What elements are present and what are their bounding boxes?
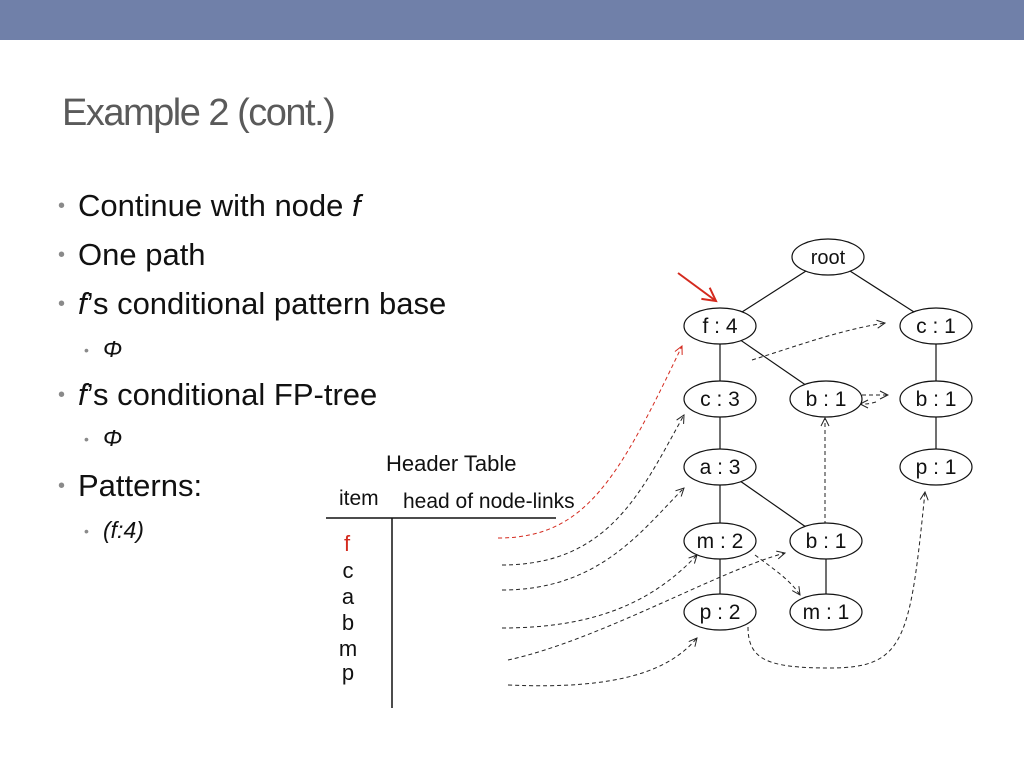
tree-node-label: b : 1	[806, 530, 847, 553]
tree-node-ellipse	[683, 593, 757, 631]
tree-edges	[719, 270, 937, 594]
bullet-text: f’s conditional FP-tree	[78, 377, 377, 413]
tree-node-c1: c : 1	[899, 307, 973, 345]
tree-node-label: a : 3	[700, 456, 741, 479]
tree-node-ellipse	[683, 307, 757, 345]
header-table: Header Table item head of node-links fca…	[326, 451, 575, 708]
tree-node-ellipse	[683, 380, 757, 418]
tree-node-label: c : 3	[700, 388, 740, 411]
tree-node-f4: f : 4	[683, 307, 757, 345]
node-link-m	[507, 553, 785, 661]
slide-title: Example 2 (cont.)	[62, 92, 336, 134]
bullet-text: f’s conditional pattern base	[78, 286, 446, 322]
tree-node-label: m : 2	[697, 530, 744, 553]
header-item-b: b	[342, 610, 354, 635]
bullet-text: Φ	[103, 336, 122, 363]
bullet-text-segment: (f:4)	[103, 517, 144, 543]
bullet-list: •Continue with node f•One path•f’s condi…	[58, 0, 528, 560]
bullet-text-segment: Φ	[103, 425, 123, 451]
node-link-b	[501, 555, 697, 629]
tree-edge-root-c1	[849, 270, 915, 313]
tree-node-root: root	[791, 238, 865, 276]
tree-node-label: m : 1	[803, 601, 850, 624]
tree-node-p2: p : 2	[683, 593, 757, 631]
tree-node-ellipse	[789, 593, 863, 631]
tree-edge-f4-b1a	[740, 340, 806, 385]
bullet-dot-icon: •	[58, 475, 66, 497]
header-item-a: a	[342, 584, 355, 609]
node-link-c3-c1	[860, 402, 877, 404]
tree-node-ellipse	[899, 448, 973, 486]
tree-node-b1b: b : 1	[899, 380, 973, 418]
bullet-dot-icon: •	[84, 342, 89, 358]
header-item-m: m	[339, 636, 357, 661]
tree-node-m2: m : 2	[683, 522, 757, 560]
bullet-text-segment: ’s conditional FP-tree	[86, 377, 378, 412]
tree-edge-root-f4	[741, 270, 807, 313]
tree-node-b1c: b : 1	[789, 522, 863, 560]
bullet-dot-icon: •	[58, 244, 66, 266]
tree-node-a3: a : 3	[683, 448, 757, 486]
node-link-f4-c1	[751, 323, 885, 361]
bullet-dot-icon: •	[58, 195, 66, 217]
bullet-text-segment: ’s conditional pattern base	[86, 286, 447, 321]
tree-node-label: p : 1	[916, 456, 957, 479]
tree-node-ellipse	[789, 522, 863, 560]
tree-node-label: b : 1	[806, 388, 847, 411]
tree-node-ellipse	[899, 307, 973, 345]
tree-node-ellipse	[791, 238, 865, 276]
column-head-label: head of node-links	[403, 490, 575, 513]
header-item-c: c	[343, 558, 354, 583]
tree-nodes: root f : 4 c : 1 c : 3 b : 1 b : 1 a : 3 p : 1 m…	[683, 238, 973, 631]
bullet-text: Continue with node f	[78, 188, 361, 224]
column-item-label: item	[339, 487, 379, 510]
node-link-a	[501, 488, 684, 591]
bullet-dot-icon: •	[84, 523, 89, 539]
bullet-text: (f:4)	[103, 517, 144, 544]
node-link-f	[497, 346, 682, 539]
node-link-c	[501, 415, 684, 566]
bullet-dot-icon: •	[58, 384, 66, 406]
bullet-text: Φ	[103, 425, 122, 452]
bullet-text: One path	[78, 237, 206, 273]
tree-node-label: p : 2	[700, 601, 741, 624]
tree-node-label: f : 4	[702, 315, 737, 338]
bullet-text-segment: Φ	[103, 336, 123, 362]
tree-node-label: root	[811, 247, 846, 269]
tree-node-ellipse	[789, 380, 863, 418]
top-banner	[0, 0, 1024, 40]
bullet-text-segment: f	[352, 188, 361, 223]
bullet-text-segment: f	[78, 377, 87, 412]
tree-node-ellipse	[899, 380, 973, 418]
bullet-dot-icon: •	[84, 431, 89, 447]
tree-node-label: c : 1	[916, 315, 956, 338]
tree-node-m1: m : 1	[789, 593, 863, 631]
bullet-text: Patterns:	[78, 468, 202, 504]
bullet-text-segment: Patterns:	[78, 468, 203, 503]
current-node-pointer	[677, 272, 718, 303]
tree-node-ellipse	[683, 522, 757, 560]
bullet-text-segment: One path	[78, 237, 206, 272]
node-link-p2-p1	[747, 492, 925, 669]
node-link-p	[507, 638, 697, 687]
tree-edge-a3-b1c	[740, 481, 806, 527]
tree-node-p1: p : 1	[899, 448, 973, 486]
bullet-dot-icon: •	[58, 293, 66, 315]
bullet-text-segment: f	[78, 286, 87, 321]
header-item-f: f	[344, 531, 351, 556]
node-link-m2-m1	[754, 554, 800, 595]
tree-node-ellipse	[683, 448, 757, 486]
tree-node-c3: c : 3	[683, 380, 757, 418]
tree-node-label: b : 1	[916, 388, 957, 411]
bullet-text-segment: Continue with node	[78, 188, 353, 223]
node-links	[497, 323, 925, 687]
header-item-p: p	[342, 660, 354, 685]
header-table-title: Header Table	[386, 451, 516, 476]
tree-node-b1a: b : 1	[789, 380, 863, 418]
